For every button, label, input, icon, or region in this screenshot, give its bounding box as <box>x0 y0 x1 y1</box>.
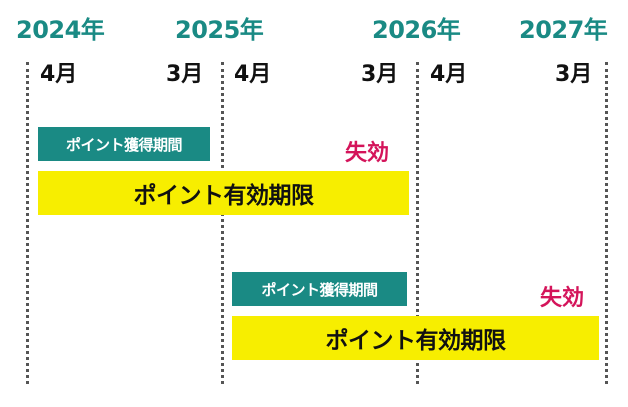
expired-label: 失効 <box>345 141 390 166</box>
validity-period-bar: ポイント有効期限 <box>232 316 599 360</box>
month-label: 4月 <box>234 62 272 87</box>
month-label: 4月 <box>430 62 468 87</box>
year-label-2024: 2024年 <box>16 16 105 44</box>
expired-label: 失効 <box>540 286 585 311</box>
validity-period-bar: ポイント有効期限 <box>38 171 409 215</box>
year-label-2027: 2027年 <box>519 16 608 44</box>
timeline-divider <box>26 62 29 384</box>
acquisition-period-bar: ポイント獲得期間 <box>38 127 210 161</box>
timeline-divider <box>416 62 419 384</box>
month-label: 3月 <box>555 62 593 87</box>
timeline-divider <box>221 62 224 384</box>
year-label-2025: 2025年 <box>175 16 264 44</box>
month-label: 4月 <box>40 62 78 87</box>
timeline-divider <box>605 62 608 384</box>
month-label: 3月 <box>166 62 204 87</box>
month-label: 3月 <box>361 62 399 87</box>
acquisition-period-bar: ポイント獲得期間 <box>232 272 407 306</box>
year-label-2026: 2026年 <box>372 16 461 44</box>
